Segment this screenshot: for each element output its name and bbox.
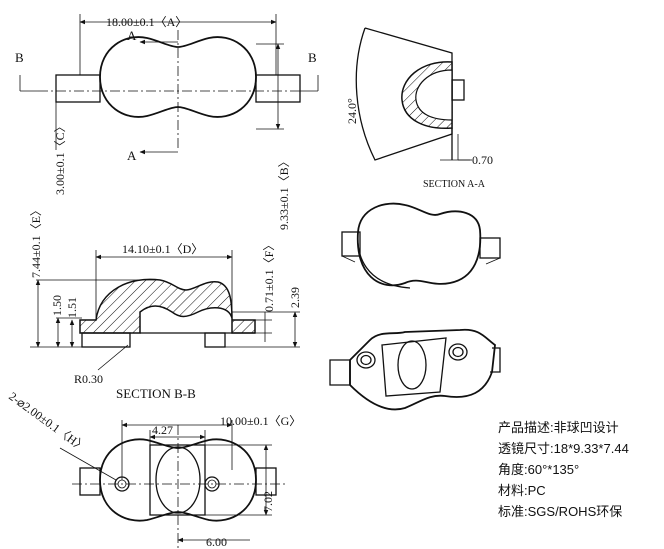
- section-a-a-title: SECTION A-A: [423, 179, 486, 190]
- section-mark-a-top: A: [127, 28, 137, 43]
- dim-b-label: 9.33±0.1〈B〉: [277, 155, 291, 230]
- spec-line-1: 产品描述:非球凹设计: [498, 420, 619, 435]
- dim-1-50-label: 1.50: [50, 295, 64, 316]
- dim-1-51-label: 1.51: [65, 297, 79, 318]
- spec-line-3: 角度:60°*135°: [498, 462, 579, 477]
- dim-g-label: 10.00±0.1〈G〉: [220, 414, 301, 428]
- dim-a-label: 18.00±0.1〈A〉: [106, 15, 187, 29]
- radius-label: R0.30: [74, 372, 103, 386]
- top-view: A A B B 18.00±0.1〈A〉 3.00±0.1〈C〉 9.33±0.…: [15, 14, 319, 230]
- tab-left-top: [55, 74, 101, 103]
- dim-4-27-label: 4.27: [152, 423, 173, 437]
- section-b-b-hatch: [79, 278, 256, 334]
- section-b-b: 14.10±0.1〈D〉 7.44±0.1〈E〉 1.50 1.51 0.71±…: [29, 204, 302, 401]
- dim-h-label: 2-⌀2.00±0.1〈H〉: [6, 389, 89, 455]
- section-mark-b-left: B: [15, 50, 24, 65]
- iso-view-bottom: [329, 328, 501, 411]
- dim-e-label: 7.44±0.1〈E〉: [29, 204, 43, 278]
- section-a-a: 0.70 24.0° SECTION A-A: [345, 27, 493, 190]
- dim-0-70-label: 0.70: [472, 153, 493, 167]
- dim-2-39-label: 2.39: [288, 287, 302, 308]
- section-mark-b-right: B: [308, 50, 317, 65]
- dim-f-label: 0.71±0.1〈F〉: [262, 239, 276, 312]
- spec-line-4: 材料:PC: [498, 483, 546, 498]
- iso-view-top: [341, 202, 501, 289]
- dim-c-label: 3.00±0.1〈C〉: [53, 120, 67, 195]
- spec-line-5: 标准:SGS/ROHS环保: [498, 504, 622, 519]
- spec-block: 产品描述:非球凹设计 透镜尺寸:18*9.33*7.44 角度:60°*135°…: [498, 420, 629, 519]
- dim-7-02-label: 7.02: [261, 491, 275, 512]
- section-mark-a-bottom: A: [127, 148, 137, 163]
- dim-6-00-label: 6.00: [206, 535, 227, 549]
- bottom-view: 10.00±0.1〈G〉 4.27 2-⌀2.00±0.1〈H〉 7.02 6.…: [6, 389, 301, 549]
- spec-line-2: 透镜尺寸:18*9.33*7.44: [498, 441, 629, 456]
- angle-label: 24.0°: [345, 98, 359, 124]
- dim-d-label: 14.10±0.1〈D〉: [122, 242, 203, 256]
- section-b-b-title: SECTION B-B: [116, 386, 196, 401]
